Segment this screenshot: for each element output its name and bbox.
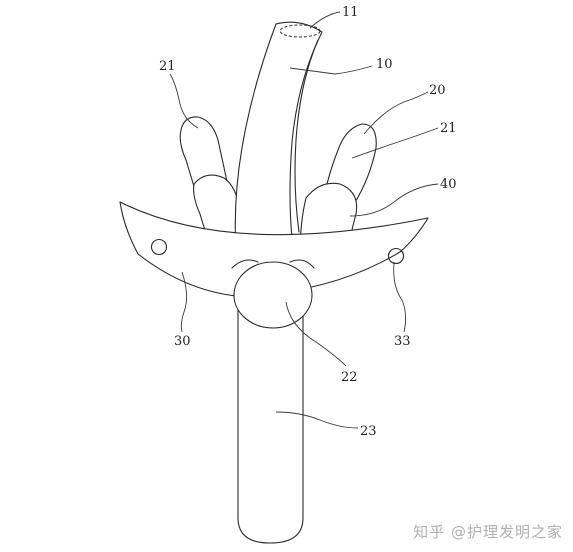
- handle: [237, 299, 304, 544]
- left-hole: [150, 238, 168, 256]
- ref-label-20: 20: [429, 83, 446, 98]
- leader-23: [275, 411, 359, 429]
- mount-right-scallop: [289, 259, 315, 269]
- leader-22: [285, 301, 347, 367]
- ref-label-22: 22: [341, 370, 358, 385]
- leader-33: [393, 261, 407, 333]
- leader-20: [363, 91, 429, 135]
- ref-label-11: 11: [342, 5, 359, 20]
- right-hole: [387, 247, 405, 265]
- leader-10: [289, 65, 373, 75]
- ball-joint: [233, 261, 313, 329]
- ref-label-40: 40: [440, 177, 457, 192]
- tube-opening: [279, 24, 321, 38]
- ref-label-21-left: 21: [159, 59, 176, 74]
- leader-30: [180, 271, 187, 333]
- ref-label-30: 30: [174, 334, 191, 349]
- leader-11: [309, 11, 341, 29]
- leader-21a: [169, 73, 199, 129]
- ref-label-10: 10: [376, 57, 393, 72]
- mount-left-scallop: [231, 259, 259, 269]
- ref-label-21-right: 21: [440, 121, 457, 136]
- tube-inner-line: [294, 39, 319, 233]
- ref-label-23: 23: [360, 424, 377, 439]
- watermark: 知乎 @护理发明之家: [413, 523, 563, 541]
- leader-21b: [351, 127, 439, 159]
- arc-band: [119, 201, 429, 297]
- leader-40: [349, 183, 439, 217]
- ref-label-33: 33: [394, 334, 411, 349]
